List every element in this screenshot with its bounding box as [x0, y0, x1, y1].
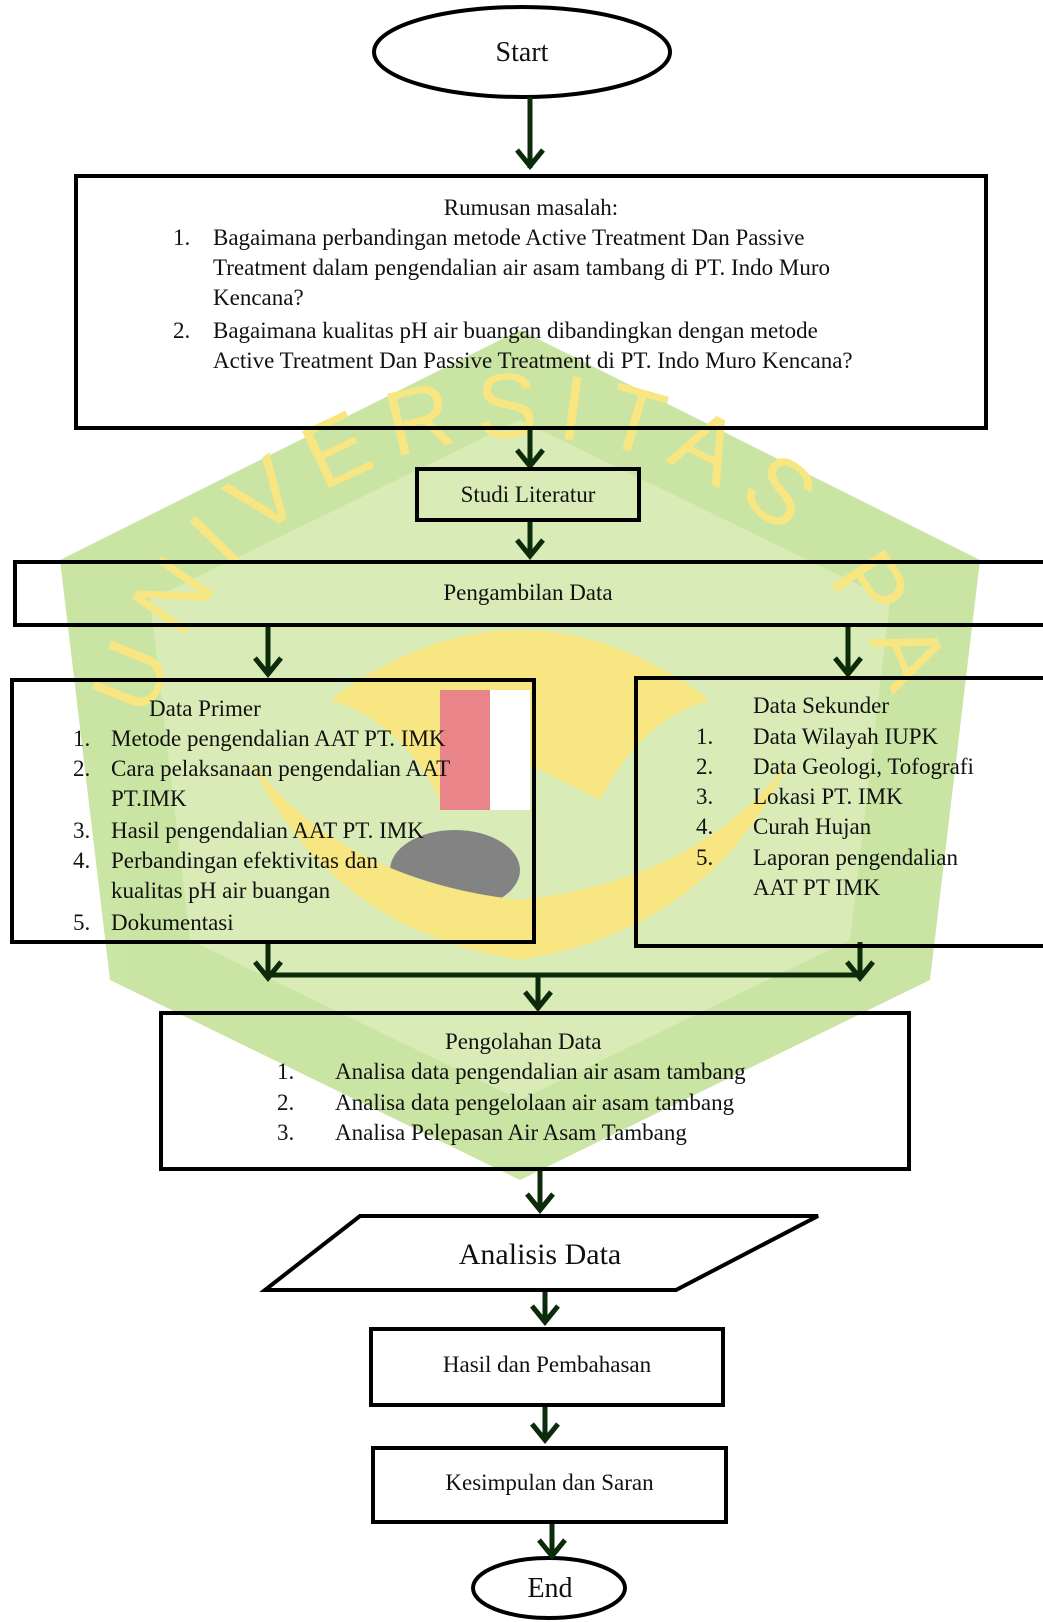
rumusan-item-2-line-1: Bagaimana kualitas pH air buangan diband…	[213, 318, 818, 343]
primer-item-4-num: 4.	[73, 848, 91, 873]
sekunder-item-3-num: 3.	[696, 784, 714, 809]
data-primer-box	[10, 678, 536, 944]
pengolahan-item-3-text: Analisa Pelepasan Air Asam Tambang	[335, 1120, 687, 1145]
rumusan-item-1-num: 1.	[173, 225, 191, 250]
data-sekunder-title: Data Sekunder	[753, 693, 890, 718]
pengolahan-item-2-text: Analisa data pengelolaan air asam tamban…	[335, 1090, 735, 1115]
sekunder-item-1-num: 1.	[696, 724, 714, 749]
sekunder-item-2-num: 2.	[696, 754, 714, 779]
primer-item-5-num: 5.	[73, 910, 91, 931]
data-sekunder-box	[634, 676, 1043, 948]
hasil-pembahasan-label: Hasil dan Pembahasan	[442, 1352, 652, 1377]
start-terminator	[372, 5, 672, 99]
primer-item-4-line-1: Perbandingan efektivitas dan	[111, 848, 378, 873]
sekunder-item-3-line-1: Lokasi PT. IMK	[753, 784, 903, 809]
studi-literatur-label: Studi Literatur	[460, 482, 596, 507]
pengambilan-data-label: Pengambilan Data	[443, 580, 613, 605]
end-label: End	[527, 1573, 573, 1604]
pengolahan-data-box	[159, 1011, 911, 1171]
start-label: Start	[495, 37, 549, 68]
hasil-pembahasan-box	[369, 1327, 725, 1407]
pengambilan-data-box	[13, 560, 1043, 627]
primer-item-3-line-1: Hasil pengendalian AAT PT. IMK	[111, 818, 424, 843]
primer-item-5-line-1: Dokumentasi	[111, 910, 234, 931]
rumusan-item-2-line-2: Active Treatment Dan Passive Treatment d…	[213, 348, 853, 373]
analisis-data-shape	[259, 1214, 819, 1292]
rumusan-masalah-box	[74, 174, 988, 430]
pengolahan-item-1-text: Analisa data pengendalian air asam tamba…	[335, 1059, 746, 1084]
data-primer-title: Data Primer	[149, 696, 261, 721]
primer-item-2-line-2: PT.IMK	[111, 786, 187, 811]
primer-item-3-num: 3.	[73, 818, 91, 843]
rumusan-item-1-line-2: Treatment dalam pengendalian air asam ta…	[213, 255, 831, 280]
primer-item-5-clip: 5. Dokumentasi	[70, 908, 470, 931]
sekunder-item-2-line-1: Data Geologi, Tofografi	[753, 754, 974, 779]
sekunder-item-4-line-1: Curah Hujan	[753, 814, 872, 839]
kesimpulan-saran-box	[371, 1446, 728, 1524]
rumusan-item-1-line-3: Kencana?	[213, 285, 304, 310]
kesimpulan-saran-label: Kesimpulan dan Saran	[445, 1470, 654, 1495]
analisis-data-label: Analisis Data	[458, 1238, 622, 1271]
rumusan-title: Rumusan masalah:	[443, 195, 619, 220]
sekunder-item-1-line-1: Data Wilayah IUPK	[753, 724, 939, 749]
studi-literatur-box	[415, 467, 641, 522]
rumusan-item-2-num: 2.	[173, 318, 191, 343]
end-terminator	[471, 1556, 627, 1620]
sekunder-item-5-num: 5.	[696, 845, 714, 870]
pengolahan-item-2-num: 2.	[277, 1090, 295, 1115]
primer-item-1-line-1: Metode pengendalian AAT PT. IMK	[111, 726, 446, 751]
sekunder-item-4-num: 4.	[696, 814, 714, 839]
pengolahan-item-3-num: 3.	[277, 1120, 295, 1145]
primer-item-1-num: 1.	[73, 726, 91, 751]
primer-item-4-line-2: kualitas pH air buangan	[111, 878, 331, 903]
pengolahan-item-1-num: 1.	[277, 1059, 295, 1084]
primer-item-2-line-1: Cara pelaksanaan pengendalian AAT	[111, 756, 451, 781]
sekunder-item-5-line-1: Laporan pengendalian	[753, 845, 958, 870]
sekunder-item-5-line-2: AAT PT IMK	[753, 875, 880, 900]
primer-item-2-num: 2.	[73, 756, 91, 781]
pengolahan-title: Pengolahan Data	[445, 1029, 602, 1054]
rumusan-item-1-line-1: Bagaimana perbandingan metode Active Tre…	[213, 225, 805, 250]
